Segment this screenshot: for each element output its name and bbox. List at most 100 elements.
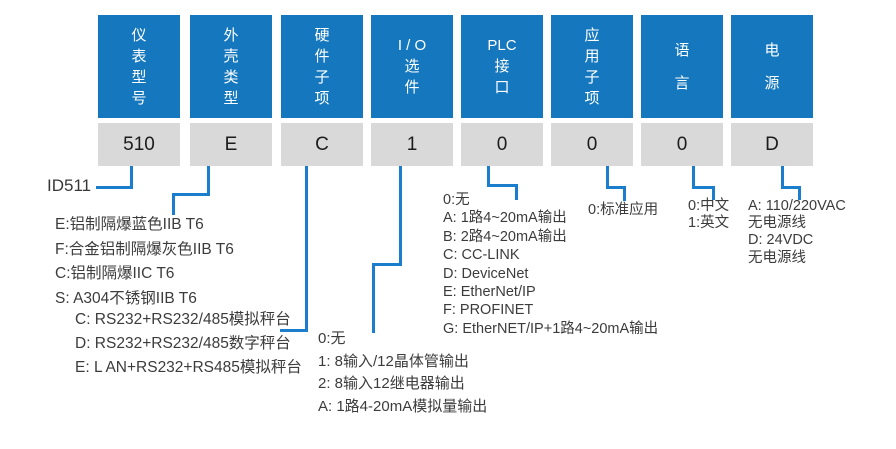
legend-line: G: EtherNET/IP+1路4~20mA输出 (443, 320, 659, 337)
header-line: 言 (674, 74, 690, 92)
legend-line: 0:中文 (688, 198, 730, 214)
code-value-instrument-model: 510 (98, 123, 180, 166)
connector-line (606, 166, 609, 189)
header-line: 件 (314, 47, 330, 65)
code-value-language: 0 (641, 123, 723, 166)
legend-line: A: 1路4~20mA输出 (443, 210, 567, 227)
column-header-language: 语 言 (641, 15, 723, 118)
header-line: 项 (314, 89, 330, 107)
column-header-plc-interface: PLC 接 口 (461, 15, 543, 118)
language-legend: 0:中文 1:英文 (688, 198, 729, 231)
column-header-instrument-model: 仪 表 型 号 (98, 15, 180, 118)
connector-line (712, 186, 715, 200)
io-legend: 0:无 1: 8输入/12晶体管输出 2: 8输入12继电器输出 A: 1路4-… (318, 328, 487, 418)
header-line: 项 (584, 89, 600, 107)
header-line: 型 (131, 68, 147, 86)
code-value-plc-interface: 0 (461, 123, 543, 166)
legend-line: 1: 8输入/12晶体管输出 (318, 352, 469, 370)
legend-line: B: 2路4~20mA输出 (443, 228, 567, 245)
column-header-hardware-subitem: 硬 件 子 项 (281, 15, 363, 118)
column-instrument-model: 仪 表 型 号 510 (98, 15, 180, 166)
legend-line: 无电源线 (748, 249, 806, 266)
legend-line: C: CC-LINK (443, 247, 520, 264)
legend-line: C:铝制隔爆IIC T6 (55, 265, 175, 282)
column-header-enclosure-type: 外 壳 类 型 (190, 15, 272, 118)
legend-line: 0:无 (318, 330, 346, 347)
column-enclosure-type: 外 壳 类 型 E (190, 15, 272, 166)
legend-line: F: PROFINET (443, 302, 534, 319)
connector-line (692, 186, 715, 189)
header-line: 口 (494, 79, 510, 96)
connector-line (781, 166, 784, 189)
legend-line: 2: 8输入12继电器输出 (318, 375, 465, 392)
legend-line: D: 24VDC (748, 232, 814, 249)
column-header-io-option: I / O 选 件 (371, 15, 453, 118)
column-plc-interface: PLC 接 口 0 (461, 15, 543, 166)
header-line: 源 (764, 74, 780, 92)
code-value-io-option: 1 (371, 123, 453, 166)
header-line: I / O (397, 37, 427, 54)
legend-line: S: A304不锈钢IIB T6 (55, 289, 197, 307)
connector-line (305, 166, 308, 332)
header-line: PLC (487, 37, 517, 54)
header-line: 语 (674, 41, 690, 59)
legend-line: A: 110/220VAC (748, 198, 846, 214)
header-line: 壳 (223, 47, 239, 65)
header-line: 用 (584, 47, 600, 65)
header-line: 子 (314, 68, 330, 86)
connector-line (515, 184, 518, 200)
column-header-power-supply: 电 源 (731, 15, 813, 118)
header-line: 接 (494, 58, 510, 75)
header-line: 型 (223, 89, 239, 107)
hardware-legend: C: RS232+RS232/485模拟秤台 D: RS232+RS232/48… (75, 308, 302, 380)
connector-line (207, 166, 210, 196)
column-hardware-subitem: 硬 件 子 项 C (281, 15, 363, 166)
code-value-application-subitem: 0 (551, 123, 633, 166)
column-language: 语 言 0 (641, 15, 723, 166)
header-line: 硬 (314, 26, 330, 44)
code-value-hardware-subitem: C (281, 123, 363, 166)
header-line: 选 (404, 58, 420, 75)
header-line: 件 (404, 79, 420, 96)
legend-line: 0:无 (443, 192, 470, 208)
legend-line: D: DeviceNet (443, 265, 529, 282)
legend-line: 无电源线 (748, 215, 806, 232)
code-value-power-supply: D (731, 123, 813, 166)
header-line: 外 (223, 26, 239, 44)
connector-line (96, 186, 133, 189)
column-application-subitem: 应 用 子 项 0 (551, 15, 633, 166)
connector-line (692, 166, 695, 189)
enclosure-legend: E:铝制隔爆蓝色IIB T6 F:合金铝制隔爆灰色IIB T6 C:铝制隔爆II… (55, 213, 234, 311)
connector-line (606, 186, 626, 189)
header-line: 号 (131, 89, 147, 107)
header-line: 电 (764, 41, 780, 59)
legend-line: F:合金铝制隔爆灰色IIB T6 (55, 240, 234, 258)
connector-line (487, 184, 518, 187)
header-line: 应 (584, 26, 600, 44)
connector-line (399, 166, 402, 266)
connector-line (781, 186, 801, 189)
legend-line: E:铝制隔爆蓝色IIB T6 (55, 216, 204, 233)
connector-line (798, 186, 801, 200)
plc-legend: 0:无 A: 1路4~20mA输出 B: 2路4~20mA输出 C: CC-LI… (443, 191, 658, 338)
connector-line (623, 186, 626, 201)
connector-line (372, 263, 375, 333)
header-line: 表 (131, 47, 147, 65)
legend-line: 0:标准应用 (588, 202, 659, 218)
code-value-enclosure-type: E (190, 123, 272, 166)
model-prefix-label: ID511 (47, 176, 92, 195)
legend-line: E: EtherNet/IP (443, 284, 536, 301)
legend-line: D: RS232+RS232/485数字秤台 (75, 335, 291, 352)
header-line: 子 (584, 68, 600, 86)
header-line: 类 (223, 68, 239, 86)
legend-line: C: RS232+RS232/485模拟秤台 (75, 311, 291, 328)
power-legend: A: 110/220VAC 无电源线 D: 24VDC 无电源线 (748, 198, 846, 267)
application-legend: 0:标准应用 (588, 202, 658, 219)
legend-line: E: L AN+RS232+RS485模拟秤台 (75, 359, 302, 376)
legend-line: 1:英文 (688, 214, 730, 231)
connector-line (172, 193, 210, 196)
connector-line (172, 193, 175, 215)
column-header-application-subitem: 应 用 子 项 (551, 15, 633, 118)
column-power-supply: 电 源 D (731, 15, 813, 166)
